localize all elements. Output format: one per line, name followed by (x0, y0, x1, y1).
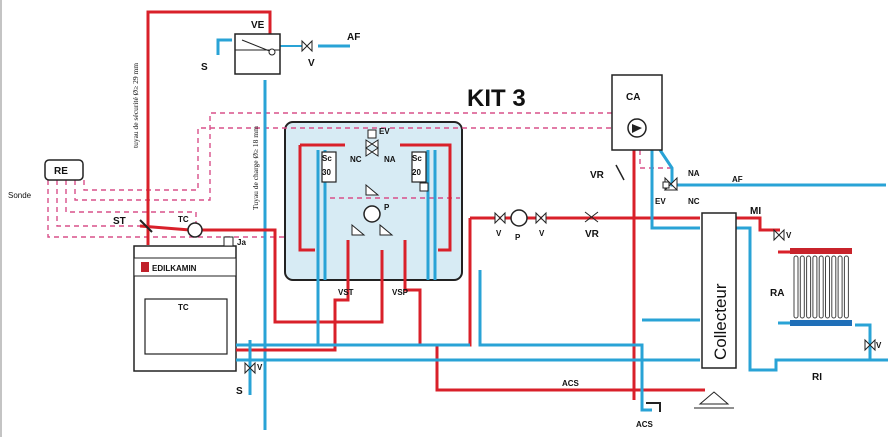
main-pump-icon (510, 209, 528, 227)
kit-title: KIT 3 (467, 85, 526, 112)
radiator-fin (831, 255, 837, 319)
radiator (790, 248, 852, 326)
tc-boiler-label: TC (178, 303, 189, 312)
radiator-fin (837, 255, 843, 319)
v-top-label: V (308, 58, 315, 69)
charge-pipe-label: Tuyau de charge Ø≥ 18 mm (251, 126, 260, 210)
control-wiring (47, 112, 676, 238)
hot-pipes (139, 143, 850, 400)
tc-sensor-label: TC (178, 215, 189, 224)
ve-label: VE (251, 20, 265, 31)
acs-outlet (646, 391, 734, 412)
radiator-fin (818, 255, 824, 319)
s-top-label: S (201, 62, 208, 73)
expansion-vessel (234, 33, 281, 75)
af-right-label: AF (732, 175, 743, 184)
collector-label: Collecteur (711, 283, 730, 360)
radiator-fin (825, 255, 830, 319)
s-bottom-label: S (236, 386, 243, 397)
ev-right-label: EV (655, 197, 666, 206)
p-kit-label: P (384, 203, 390, 212)
boiler (133, 236, 237, 372)
nc-right-label: NC (688, 197, 700, 206)
safety-pipe-label: tuyau de sécurité Ø≥ 29 mm (131, 63, 140, 148)
sc30-label-b: 30 (322, 168, 331, 177)
vr-horizontal-label: VR (585, 229, 600, 240)
re-label: RE (54, 166, 68, 177)
radiator-fin (812, 255, 818, 319)
sc20-label-b: 20 (412, 168, 421, 177)
radiator-fin (793, 255, 799, 319)
na-kit-label: NA (384, 155, 396, 164)
radiator-fin (843, 255, 849, 319)
v-ri-label: V (876, 341, 882, 350)
v-right-label: V (539, 229, 545, 238)
v-left-label: V (496, 229, 502, 238)
sonde-label: Sonde (8, 191, 32, 200)
v-bottom-label: V (257, 363, 263, 372)
acs-mid-label: ACS (562, 379, 580, 388)
ca-unit (611, 74, 663, 151)
radiator-fin (799, 255, 805, 319)
collector-box (701, 212, 737, 369)
radiator-fin (806, 255, 812, 319)
p-main-label: P (515, 233, 521, 242)
na-right-label: NA (688, 169, 700, 178)
ri-label: RI (812, 372, 822, 383)
vst-label: VST (338, 288, 354, 297)
v-mi-label: V (786, 231, 792, 240)
kit-pump-icon (363, 205, 381, 223)
st-label: ST (113, 216, 126, 227)
acs-bottom-label: ACS (636, 420, 654, 429)
valves-pumps (139, 39, 876, 375)
brand-label: EDILKAMIN (152, 264, 197, 273)
ra-label: RA (770, 288, 784, 299)
tc-sensor-icon (187, 222, 203, 238)
re-regulator (44, 159, 84, 181)
nc-kit-label: NC (350, 155, 362, 164)
ja-label: Ja (237, 238, 246, 247)
sc30-label-a: Sc (322, 154, 332, 163)
af-top-label: AF (347, 32, 360, 43)
sc20-label-a: Sc (412, 154, 422, 163)
ev-kit-label: EV (379, 127, 390, 136)
vr-vertical-label: VR (590, 170, 605, 181)
vsp-label: VSP (392, 288, 409, 297)
cold-pipes (236, 149, 888, 412)
mi-label: MI (750, 206, 761, 217)
ca-label: CA (626, 92, 640, 103)
